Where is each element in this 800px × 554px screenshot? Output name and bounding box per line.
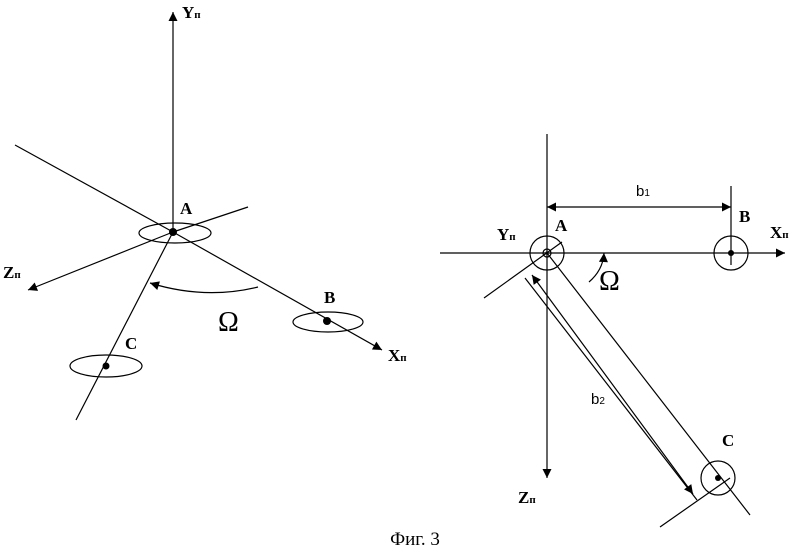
left-point-b-label: B [324,288,335,307]
left-ellipse-c [69,354,143,378]
left-diagonal-line [14,144,174,233]
left-point-a [169,228,177,236]
right-tick-c [659,477,731,528]
left-c-line [75,231,174,421]
right-angle-arc [588,252,608,283]
left-x-axis-label: Xп [388,346,407,365]
right-dim-b2-label: b2 [591,391,605,408]
right-point-c [715,475,721,481]
right-dim-b2-line [531,274,694,495]
right-point-a-label: A [555,216,568,235]
left-point-c-label: C [125,334,137,353]
figure-caption: Фиг. 3 [390,529,440,550]
left-upper-segment [172,206,249,233]
right-dim-b1-label: b1 [636,183,650,200]
right-circle-c [700,460,736,496]
right-point-b-label: B [739,207,750,226]
left-angle-label: Ω [218,307,239,338]
right-point-a [545,251,549,255]
right-angle-label: Ω [599,266,620,297]
left-y-axis-label: Yп [182,3,201,22]
left-point-c [102,362,110,370]
left-point-b [323,317,331,325]
left-ellipse-b [292,311,364,333]
left-point-a-label: A [180,199,193,218]
left-axonometric-view: Yп A Zп B Xп C Ω [3,3,407,421]
left-ellipse-a [138,222,212,244]
left-angle-arc [149,281,259,294]
left-z-axis-label: Zп [3,263,21,282]
right-plan-view: b1 B Xп Yп A Ω b2 C Zп [440,134,789,528]
right-circle-a-inner [542,248,552,258]
right-z-axis-label: Zп [518,488,536,507]
right-x-axis-label: Xп [770,223,789,242]
right-point-b [728,250,734,256]
right-point-c-label: C [722,431,734,450]
right-circle-a [529,235,565,271]
right-tick-a [483,241,563,299]
right-y-axis-label: Yп [497,225,516,244]
right-ac-parallel [524,277,698,501]
left-z-axis [27,231,174,291]
right-circle-b [713,235,749,271]
left-x-axis [172,231,383,351]
